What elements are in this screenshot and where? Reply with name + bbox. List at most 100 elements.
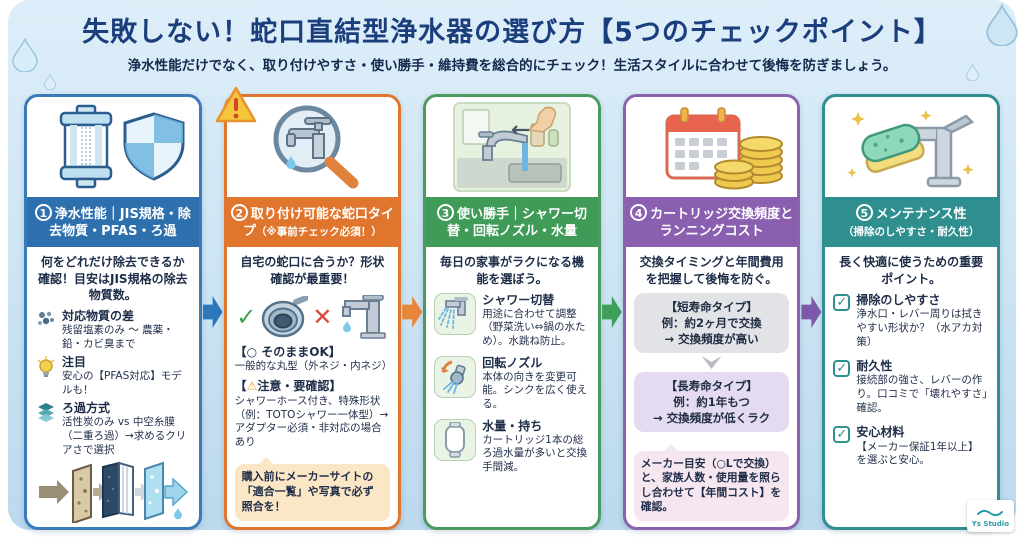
caution-bracket: 【 (234, 379, 247, 394)
list-item: 対応物質の差 残留塩素のみ ～ 農薬・鉛・カビ臭まで (35, 309, 191, 351)
logo-badge: Ys Studio (966, 500, 1014, 532)
card-body-usability: 毎日の家事がラクになる機能を選ぼう。 シャワー切替 用途に合わせて調整（野菜洗い… (426, 247, 598, 527)
checkbox-icon: ✓ (833, 359, 851, 377)
item-title: 注目 (62, 355, 87, 370)
water-drop-icon (12, 38, 38, 72)
card-title: 浄水性能｜JIS規格・除去物質・PFAS・ろ過 (49, 207, 191, 240)
card-lead-text: 長く快適に使うための重要ポイント。 (839, 255, 984, 286)
compatibility-examples-row: ✓ ✕ (235, 294, 391, 339)
pre-purchase-callout: 購入前にメーカーサイトの「適合一覧」や写真で必ず照合を！ (234, 457, 391, 521)
caution-label: 注意・要確認】 (257, 379, 342, 394)
item-desc: 残留塩素のみ ～ 農薬・鉛・カビ臭まで (62, 323, 174, 350)
ok-desc: 一般的な丸型（外ネジ・内ネジ） (234, 360, 393, 373)
caution-desc: シャワーホース付き、特殊形状（例：TOTOシャワー一体型）→ アダプター必須・非… (234, 394, 389, 449)
down-arrow-icon (701, 355, 722, 369)
rotate-nozzle-icon (434, 355, 477, 398)
particles-icon (35, 309, 57, 328)
list-item: 注目 安心の【PFAS対応】モデルも！ (35, 355, 191, 397)
shower-switch-icon (434, 292, 477, 335)
card-number-badge: 2 (230, 204, 248, 221)
annual-cost-note: メーカー目安（○Lで交換）と、家族人数・使用量を照らし合わせて【年間コスト】を確… (633, 443, 790, 521)
checkbox-icon: ✓ (833, 293, 851, 311)
card-lead-text: 毎日の家事がラクになる機能を選ぼう。 (439, 255, 584, 286)
short-life-type-box: 【短寿命タイプ】 例：約2ヶ月で交換 → 交換頻度が高い (633, 292, 790, 353)
item-desc: 【メーカー保証1年以上】を選ぶと安心。 (856, 440, 979, 467)
caution-title: 【⚠注意・要確認】 (235, 379, 391, 395)
warning-triangle-icon (214, 85, 258, 129)
water-drop-icon (44, 74, 56, 90)
item-title: ろ過方式 (62, 401, 111, 416)
item-title: 回転ノズル (482, 355, 543, 370)
list-item: ✓ 掃除のしやすさ 浄水口・レバー周りは拭きやすい形状か？（水アカ対策） (833, 293, 989, 350)
item-title: 掃除のしやすさ (856, 292, 941, 307)
card-body-cost: 交換タイミングと年間費用を把握して後悔を防ぐ。 【短寿命タイプ】 例：約2ヶ月で… (626, 247, 798, 527)
item-desc: 活性炭のみ vs 中空糸膜（二重ろ過）→求めるクリアさで選択 (62, 416, 187, 456)
item-desc: 安心の【PFAS対応】モデルも！ (62, 370, 182, 396)
card-lead-text: 交換タイミングと年間費用を把握して後悔を防ぐ。 (639, 255, 784, 286)
cartridge-icon (434, 418, 477, 461)
item-desc: 浄水口・レバー周りは拭きやすい形状か？（水アカ対策） (856, 308, 983, 348)
hand-operating-faucet-icon (452, 102, 571, 192)
card-body-performance: 何をどれだけ除去できるか確認！目安はJIS規格の除去物質数。 対応物質の差 残留… (27, 247, 199, 529)
kitchen-faucet-illustration (426, 97, 598, 197)
card-title-note: （※事前チェック必須！） (256, 226, 382, 239)
card-number-badge: 3 (436, 204, 454, 221)
water-drop-icon (986, 4, 1018, 46)
sponge-faucet-illustration (825, 97, 997, 197)
item-desc: 用途に合わせて調整（野菜洗い⇔鍋の水ため）。水跳ね防止。 (482, 307, 586, 347)
filtration-stages-diagram (35, 461, 191, 524)
card-title: カートリッジ交換頻度とランニングコスト (650, 207, 794, 240)
magnifier-faucet-illustration (226, 97, 399, 197)
item-title: シャワー切替 (482, 292, 555, 307)
card-title-note: （掃除のしやすさ・耐久性） (842, 226, 980, 239)
filter-cartridge-and-shield-icon (59, 104, 185, 189)
cartridge-shield-illustration (27, 97, 199, 197)
card-title: メンテナンス性 (875, 207, 967, 222)
logo-text: Ys Studio (971, 520, 1009, 529)
wave-logo-icon (977, 510, 1004, 517)
card-title: 取り付け可能な蛇口タイプ (243, 207, 394, 240)
page-title: 失敗しない！蛇口直結型浄水器の選び方【5つのチェックポイント】 (82, 17, 942, 48)
card-number-badge: 1 (34, 204, 52, 221)
water-drop-icon (966, 64, 979, 81)
card-body-compatibility: 自宅の蛇口に合うか？形状確認が最重要！ ✓ ✕ (227, 247, 399, 527)
flow-arrow-icon (601, 296, 622, 328)
card-lead-text: 何をどれだけ除去できるか確認！目安はJIS規格の除去物質数。 (38, 255, 188, 302)
special-faucet-icon (341, 294, 386, 339)
flow-arrow-icon (801, 296, 822, 328)
lightbulb-icon (35, 355, 57, 378)
ok-title: 【○ そのままOK】 (234, 344, 341, 359)
long-life-type-box: 【長寿命タイプ】 例：約1年もつ → 交換頻度が低くラク (633, 371, 790, 433)
item-desc: 接続部の強さ、レバーの作り。口コミで「壊れやすさ」確認。 (856, 374, 988, 415)
card-title: 使い勝手｜シャワー切替・回転ノズル・水量 (446, 207, 587, 240)
check-icon: ✓ (236, 302, 257, 331)
layers-icon (35, 401, 57, 423)
flow-arrow-icon (402, 296, 423, 328)
cross-icon: ✕ (312, 302, 333, 331)
card-body-maintenance: 長く快適に使うための重要ポイント。 ✓ 掃除のしやすさ 浄水口・レバー周りは拭き… (825, 247, 997, 527)
round-aerator-icon (262, 295, 309, 337)
page-subtitle: 浄水性能だけでなく、取り付けやすさ・使い勝手・維持費を総合的にチェック！生活スタ… (127, 58, 897, 74)
list-item: 回転ノズル 本体の向きを変更可能。シンクを広く使える。 (434, 355, 590, 412)
list-item: ろ過方式 活性炭のみ vs 中空糸膜（二重ろ過）→求めるクリアさで選択 (35, 401, 191, 457)
calendar-and-coins-icon (665, 107, 783, 190)
item-title: 水量・持ち (482, 418, 543, 433)
flow-arrow-icon (202, 296, 223, 328)
list-item: ✓ 耐久性 接続部の強さ、レバーの作り。口コミで「壊れやすさ」確認。 (833, 359, 989, 416)
warning-icon: ⚠ (246, 379, 258, 394)
list-item: シャワー切替 用途に合わせて調整（野菜洗い⇔鍋の水ため）。水跳ね防止。 (434, 292, 590, 349)
card-number-badge: 4 (630, 204, 648, 221)
item-desc: カートリッジ1本の総ろ過水量が多いと交換手間減。 (482, 433, 588, 473)
checkbox-icon: ✓ (833, 426, 851, 444)
item-title: 耐久性 (856, 358, 893, 373)
calendar-coins-illustration (625, 97, 798, 197)
